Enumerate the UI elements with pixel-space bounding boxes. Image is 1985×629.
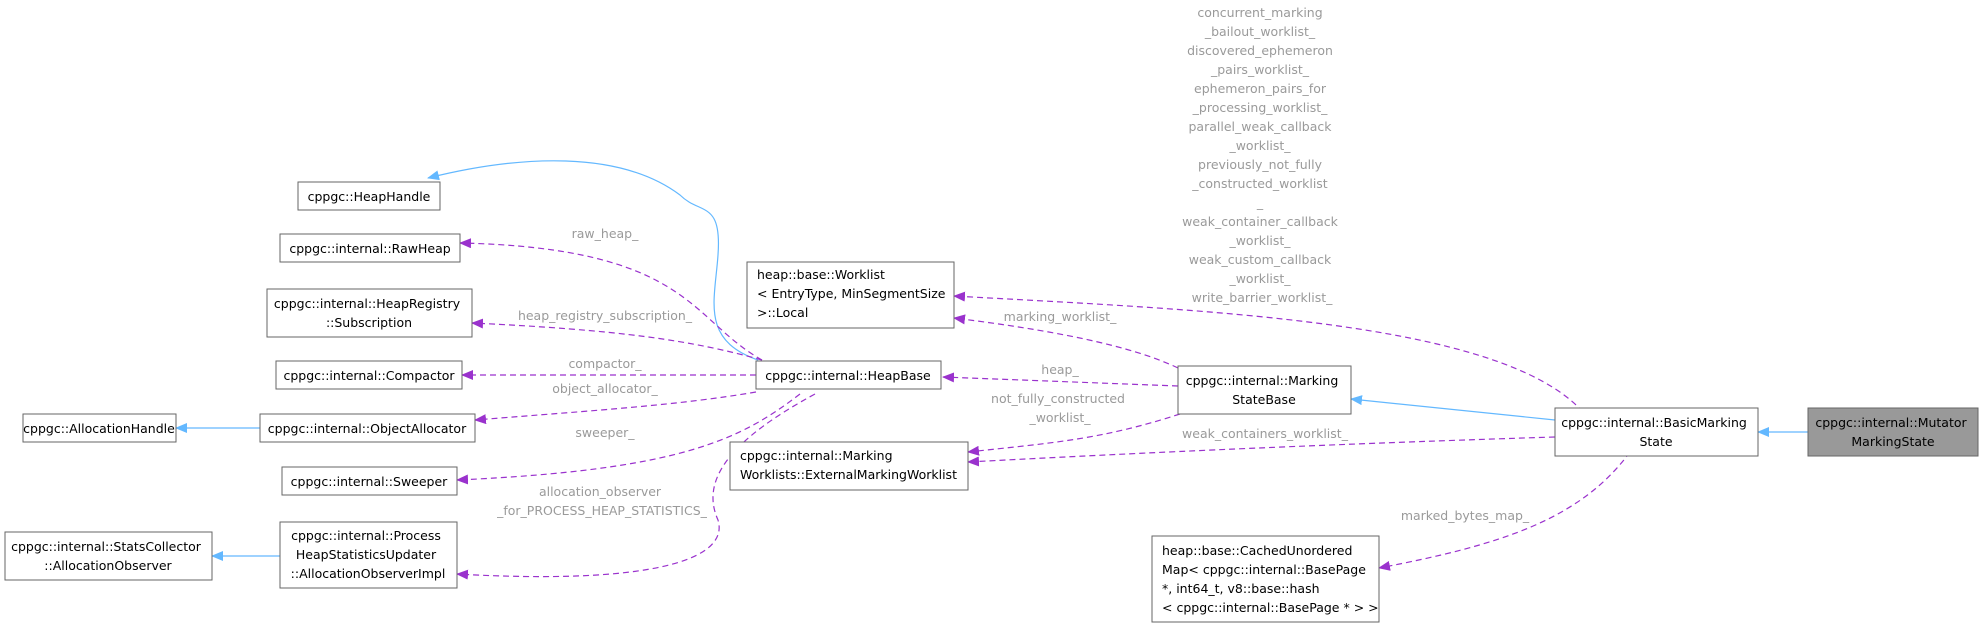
edge-heapbase-to-processupdater — [456, 393, 816, 580]
edge-label-raw-heap: raw_heap_ — [572, 226, 639, 241]
edge-label-allocation-observer: allocation_observer _for_PROCESS_HEAP_ST… — [496, 484, 708, 518]
svg-text:heap::base::CachedUnordered: heap::base::CachedUnordered Map< cppgc::… — [1162, 543, 1379, 615]
node-mutator-marking-state[interactable]: cppgc::internal::Mutator MarkingState — [1807, 407, 1979, 457]
node-external-marking-worklist[interactable]: cppgc::internal::Marking Worklists::Exte… — [729, 441, 969, 491]
node-heap-base[interactable]: cppgc::internal::HeapBase — [755, 360, 942, 390]
nodes: cppgc::HeapHandle cppgc::internal::RawHe… — [4, 181, 1979, 623]
node-sweeper[interactable]: cppgc::internal::Sweeper — [281, 466, 458, 496]
node-process-heap-statistics-updater[interactable]: cppgc::internal::Process HeapStatisticsU… — [279, 521, 458, 589]
svg-text:cppgc::internal::HeapRegistry: cppgc::internal::HeapRegistry ::Subscrip… — [274, 296, 464, 330]
svg-text:cppgc::internal::Marking: cppgc::internal::Marking Worklists::Exte… — [740, 448, 957, 482]
svg-text:cppgc::internal::Marking: cppgc::internal::Marking StateBase — [1186, 373, 1343, 407]
svg-text:cppgc::internal::Process: cppgc::internal::Process HeapStatisticsU… — [291, 528, 446, 581]
edge-basicmarking-to-worklistlocal — [953, 291, 1584, 413]
svg-text:cppgc::internal::BasicMarking: cppgc::internal::BasicMarking State — [1561, 415, 1751, 449]
node-heap-registry-subscription[interactable]: cppgc::internal::HeapRegistry ::Subscrip… — [266, 288, 473, 338]
node-worklist-local[interactable]: heap::base::Worklist < EntryType, MinSeg… — [746, 261, 955, 329]
svg-text:cppgc::internal::Mutator: cppgc::internal::Mutator MarkingState — [1815, 415, 1970, 449]
node-cached-unordered-map[interactable]: heap::base::CachedUnordered Map< cppgc::… — [1151, 535, 1380, 623]
node-allocation-handle[interactable]: cppgc::AllocationHandle — [22, 413, 177, 443]
svg-text:cppgc::internal::HeapBase: cppgc::internal::HeapBase — [765, 368, 931, 383]
edge-label-worklists: concurrent_marking _bailout_worklist_ di… — [1182, 5, 1342, 305]
svg-text:cppgc::internal::StatsCollecto: cppgc::internal::StatsCollector ::Alloca… — [11, 539, 205, 573]
edge-label-marking-worklist: marking_worklist_ — [1004, 309, 1117, 324]
svg-text:cppgc::AllocationHandle: cppgc::AllocationHandle — [23, 421, 175, 436]
edge-heapbase-to-objectallocator — [474, 391, 757, 425]
edge-label-not-fully-constructed: not_fully_constructed _worklist_ — [991, 391, 1129, 425]
edge-label-sweeper: sweeper_ — [575, 425, 635, 440]
node-allocation-observer[interactable]: cppgc::internal::StatsCollector ::Alloca… — [4, 531, 213, 581]
edge-label-heap-registry-subscription: heap_registry_subscription_ — [518, 308, 693, 323]
edge-label-heap: heap_ — [1041, 362, 1079, 377]
edge-label-compactor: compactor_ — [568, 356, 642, 371]
svg-text:cppgc::HeapHandle: cppgc::HeapHandle — [308, 189, 431, 204]
svg-text:heap::base::Worklist <: heap::base::Worklist < EntryType, MinSeg… — [757, 267, 949, 320]
svg-text:cppgc::internal::ObjectAllocat: cppgc::internal::ObjectAllocator — [268, 421, 467, 436]
edge-heapbase-to-sweeper — [456, 393, 801, 485]
edges — [175, 160, 1808, 580]
edge-basicmarking-to-markingstatebase — [1350, 395, 1556, 421]
node-raw-heap[interactable]: cppgc::internal::RawHeap — [279, 233, 461, 263]
edge-basicmarking-to-cachedmap — [1378, 451, 1631, 571]
svg-text:cppgc::internal::Compactor: cppgc::internal::Compactor — [283, 368, 455, 383]
edge-basicmarking-to-externalworklist — [967, 436, 1556, 467]
svg-text:cppgc::internal::RawHeap: cppgc::internal::RawHeap — [289, 241, 450, 256]
node-object-allocator[interactable]: cppgc::internal::ObjectAllocator — [259, 413, 476, 443]
edge-label-object-allocator: object_allocator_ — [552, 381, 658, 396]
edge-labels: raw_heap_ heap_registry_subscription_ co… — [496, 5, 1530, 523]
node-basic-marking-state[interactable]: cppgc::internal::BasicMarking State — [1554, 407, 1759, 457]
node-compactor[interactable]: cppgc::internal::Compactor — [275, 360, 463, 390]
node-marking-state-base[interactable]: cppgc::internal::Marking StateBase — [1177, 365, 1352, 415]
svg-text:cppgc::internal::Sweeper: cppgc::internal::Sweeper — [291, 474, 449, 489]
edge-markingstatebase-to-heapbase — [942, 372, 1179, 387]
edge-label-weak-containers: weak_containers_worklist_ — [1182, 426, 1349, 441]
node-heap-handle[interactable]: cppgc::HeapHandle — [297, 181, 441, 211]
edge-markingstatebase-to-worklistlocal — [953, 314, 1179, 369]
edge-label-marked-bytes-map: marked_bytes_map_ — [1401, 508, 1530, 523]
edge-heapbase-to-rawheap — [459, 238, 763, 361]
edge-heapbase-to-heaphandle — [427, 160, 759, 361]
